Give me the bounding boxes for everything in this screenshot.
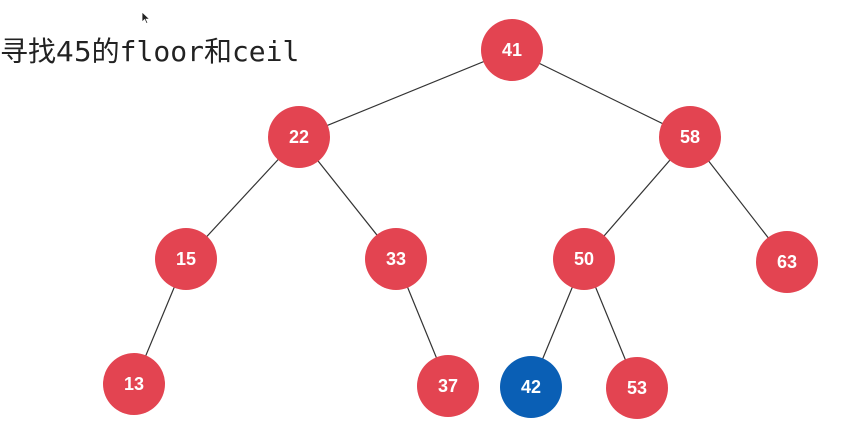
node-circle — [500, 356, 562, 418]
title-prefix: 寻找45的 — [0, 35, 120, 68]
tree-node-63: 63 — [756, 231, 818, 293]
node-circle — [103, 353, 165, 415]
node-circle — [606, 357, 668, 419]
node-circle — [553, 228, 615, 290]
title-connector: 和 — [203, 35, 232, 68]
node-circle — [268, 106, 330, 168]
edge-41-58 — [511, 49, 691, 138]
tree-node-37: 37 — [417, 355, 479, 417]
node-circle — [481, 19, 543, 81]
node-label: 37 — [438, 376, 458, 396]
node-label: 63 — [777, 252, 797, 272]
tree-node-42: 42 — [500, 356, 562, 418]
node-label: 53 — [627, 378, 647, 398]
tree-node-33: 33 — [365, 228, 427, 290]
node-label: 33 — [386, 249, 406, 269]
node-circle — [155, 228, 217, 290]
tree-node-53: 53 — [606, 357, 668, 419]
node-circle — [756, 231, 818, 293]
edges-layer — [133, 49, 788, 389]
tree-node-15: 15 — [155, 228, 217, 290]
node-label: 50 — [574, 249, 594, 269]
node-label: 22 — [289, 127, 309, 147]
node-label: 42 — [521, 377, 541, 397]
nodes-layer: 41 22 58 15 33 50 63 13 37 42 53 — [103, 19, 818, 419]
node-label: 13 — [124, 374, 144, 394]
tree-node-22: 22 — [268, 106, 330, 168]
node-label: 41 — [502, 40, 522, 60]
tree-node-13: 13 — [103, 353, 165, 415]
page-title: 寻找45的floor和ceil — [0, 30, 299, 70]
tree-node-41: 41 — [481, 19, 543, 81]
node-circle — [417, 355, 479, 417]
tree-node-58: 58 — [659, 106, 721, 168]
title-floor-word: floor — [119, 35, 204, 68]
edge-41-22 — [298, 49, 513, 138]
node-circle — [659, 106, 721, 168]
node-circle — [365, 228, 427, 290]
title-ceil-word: ceil — [231, 35, 300, 68]
node-label: 58 — [680, 127, 700, 147]
tree-node-50: 50 — [553, 228, 615, 290]
node-label: 15 — [176, 249, 196, 269]
mouse-pointer-icon — [141, 11, 151, 25]
